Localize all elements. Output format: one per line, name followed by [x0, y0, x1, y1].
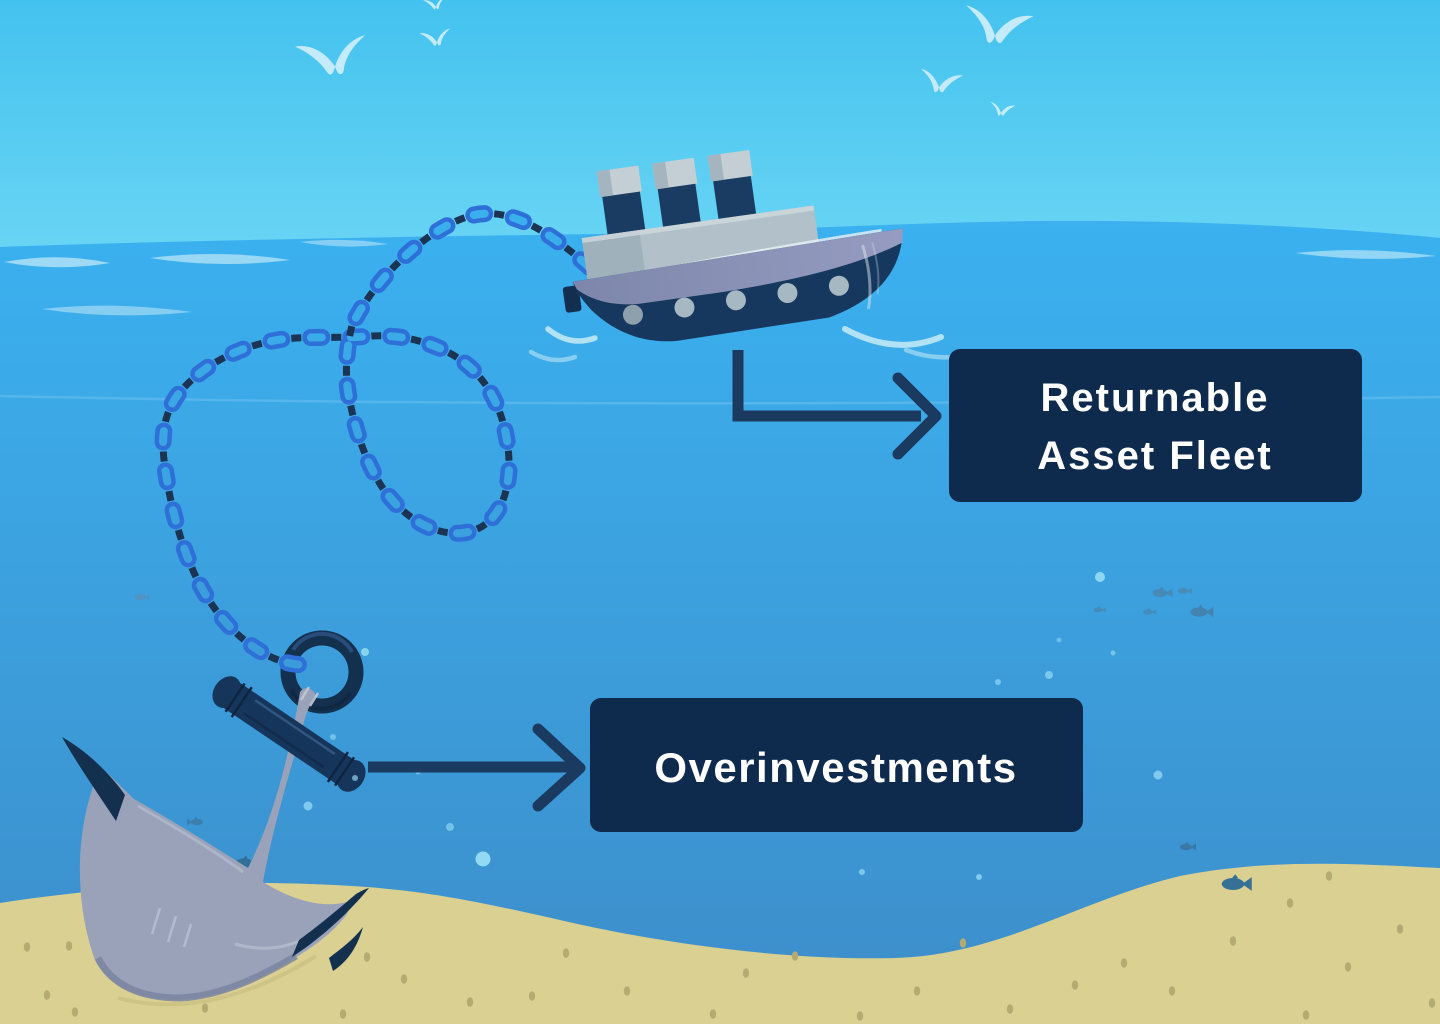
ship-icon	[562, 149, 903, 342]
ship-hull-trim	[572, 228, 903, 305]
ship-arrow	[732, 350, 921, 422]
ship-label-line2: Asset Fleet	[1037, 434, 1272, 478]
ship-label-card: Returnable Asset Fleet	[949, 349, 1362, 502]
ship-arrowhead-icon	[892, 372, 942, 460]
anchor-icon	[62, 630, 369, 1002]
bubbles	[303, 572, 1163, 880]
ship-deck	[581, 205, 820, 282]
anchor-fluke-right	[292, 888, 369, 957]
ship-label-line1: Returnable	[1041, 376, 1270, 420]
anchor-label-card: Overinvestments	[590, 698, 1083, 832]
anchor-body	[79, 688, 353, 1000]
seabed-sand	[0, 863, 1440, 1024]
anchor-arrowhead-icon	[532, 723, 586, 812]
chain-icon	[154, 205, 598, 674]
anchor-label: Overinvestments	[654, 744, 1017, 791]
connector-arrows	[368, 350, 942, 812]
anchor-ring	[280, 630, 364, 714]
wave-streaks	[4, 239, 1436, 316]
sand-contour	[117, 954, 318, 1007]
ship-portholes	[622, 275, 849, 325]
anchor-stock	[212, 676, 366, 792]
anchor-fluke-left	[62, 737, 125, 821]
